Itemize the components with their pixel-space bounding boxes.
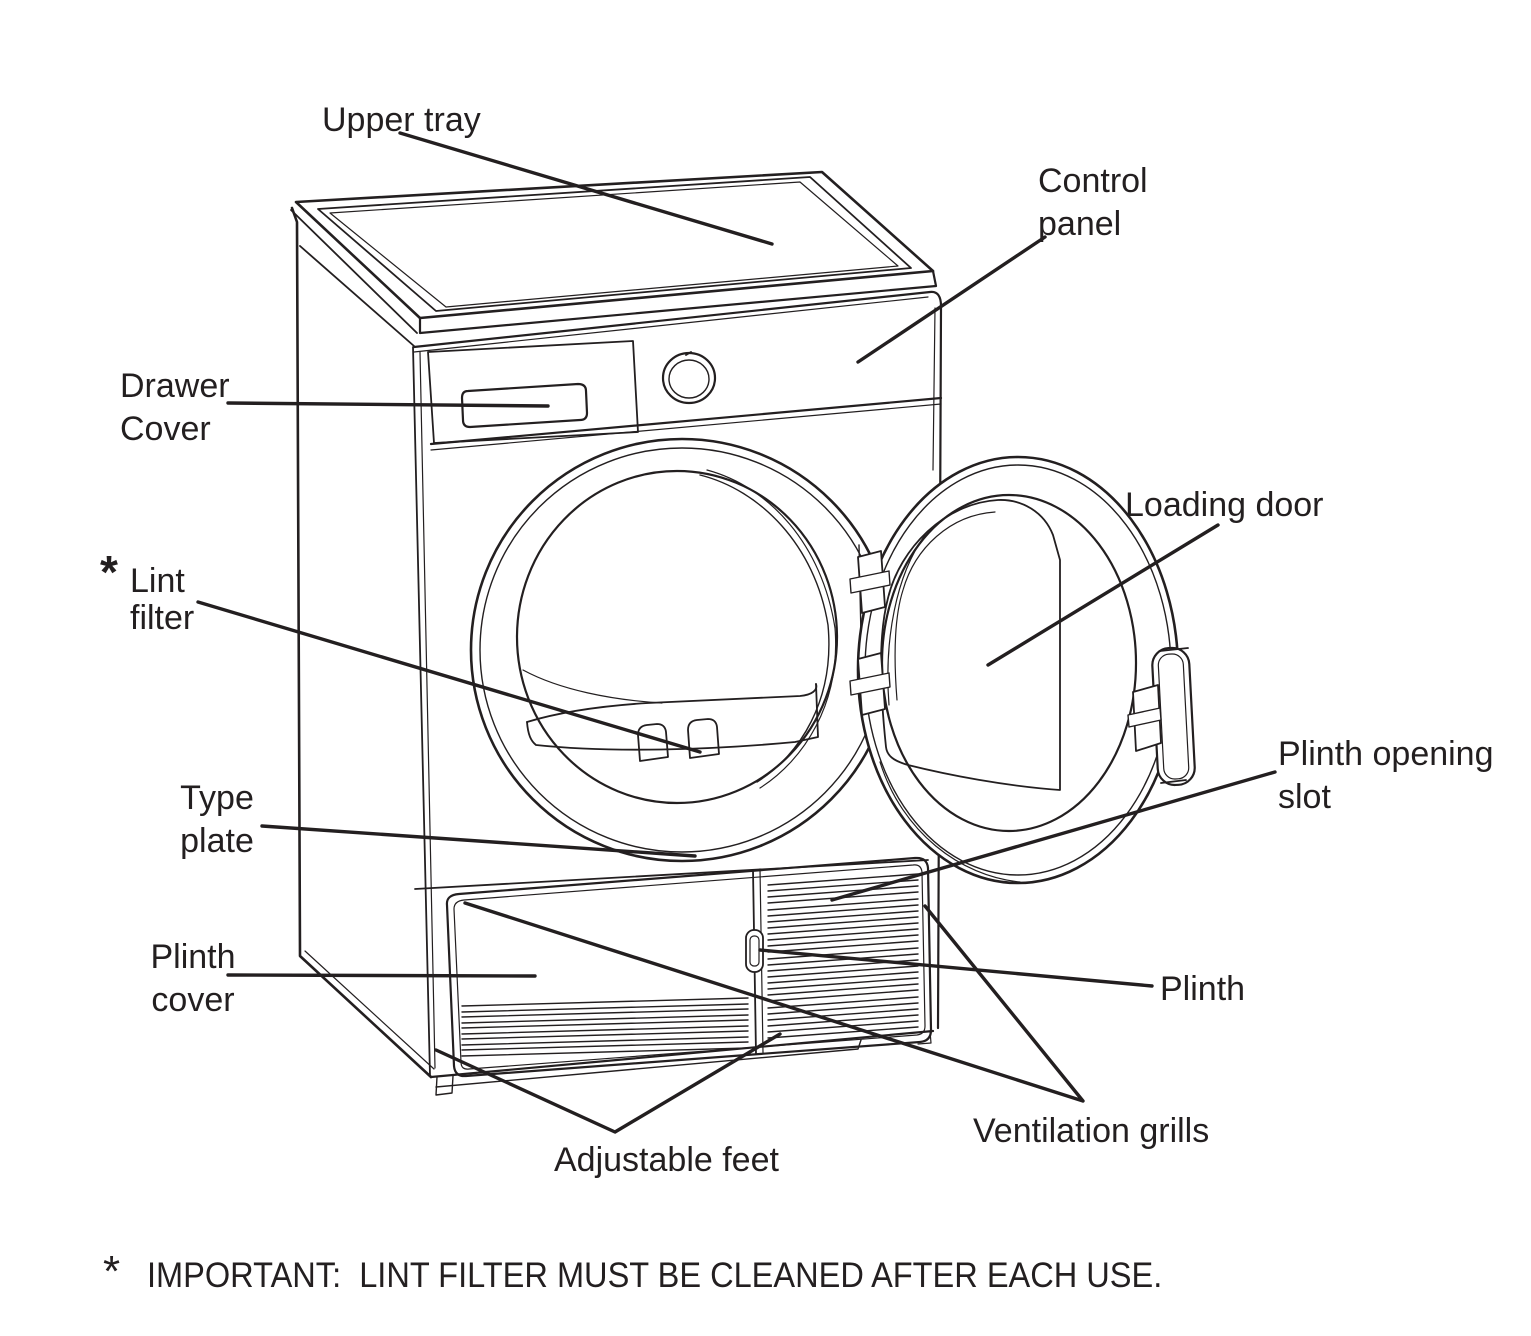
adjustable-feet: [429, 1029, 935, 1096]
loading-door-label: Loading door: [1125, 486, 1324, 524]
ventilation-grill-left: [461, 997, 749, 1057]
adjustable-feet-label: Adjustable feet: [554, 1141, 779, 1179]
upper-tray-leader: [398, 131, 774, 246]
type-plate-label: Type plate: [180, 779, 254, 860]
footnote-text: IMPORTANT: LINT FILTER MUST BE CLEANED A…: [147, 1256, 1163, 1295]
control-panel-leader: [856, 235, 1047, 364]
plinth-cover-leader: [226, 973, 537, 978]
door-hinges: [849, 550, 891, 716]
ventilation-grills-leader: [463, 901, 1085, 1103]
plinth-label: Plinth: [1160, 970, 1246, 1008]
leader-lines: [196, 131, 1277, 1134]
upper-tray-label: Upper tray: [322, 101, 481, 139]
drawer-cover-label: Drawer Cover: [120, 367, 230, 448]
adjustable-feet-leader: [434, 1032, 782, 1134]
plinth-leader: [758, 948, 1154, 988]
loading-door: [856, 455, 1196, 885]
lint-filter-label: Lint filter: [130, 562, 195, 637]
plinth-opening-slot-leader: [830, 770, 1277, 902]
ventilation-grills-label: Ventilation grills: [973, 1112, 1210, 1150]
lint-filter-asterisk: *: [100, 546, 118, 598]
drawer-cover-leader: [226, 401, 550, 408]
cabinet-left-side: [290, 206, 435, 1079]
drawer-cover-panel: [427, 340, 639, 444]
drum-opening: [469, 437, 895, 863]
program-knob: [661, 351, 717, 405]
door-latch: [1127, 684, 1162, 752]
control-panel-label: Control panel: [1038, 162, 1148, 243]
type-plate-leader: [260, 824, 697, 858]
plinth-cover-label: Plinth cover: [150, 938, 236, 1019]
plinth-opening-slot-label: Plinth opening slot: [1278, 735, 1494, 816]
door-handle: [1151, 646, 1196, 787]
control-panel: [427, 340, 943, 451]
footnote-asterisk: *: [103, 1247, 121, 1296]
lint-filter-leader: [196, 600, 702, 754]
upper-tray: [290, 170, 938, 335]
lint-filter: [526, 683, 819, 762]
plinth: [414, 856, 935, 1096]
loading-door-leader: [986, 523, 1220, 667]
